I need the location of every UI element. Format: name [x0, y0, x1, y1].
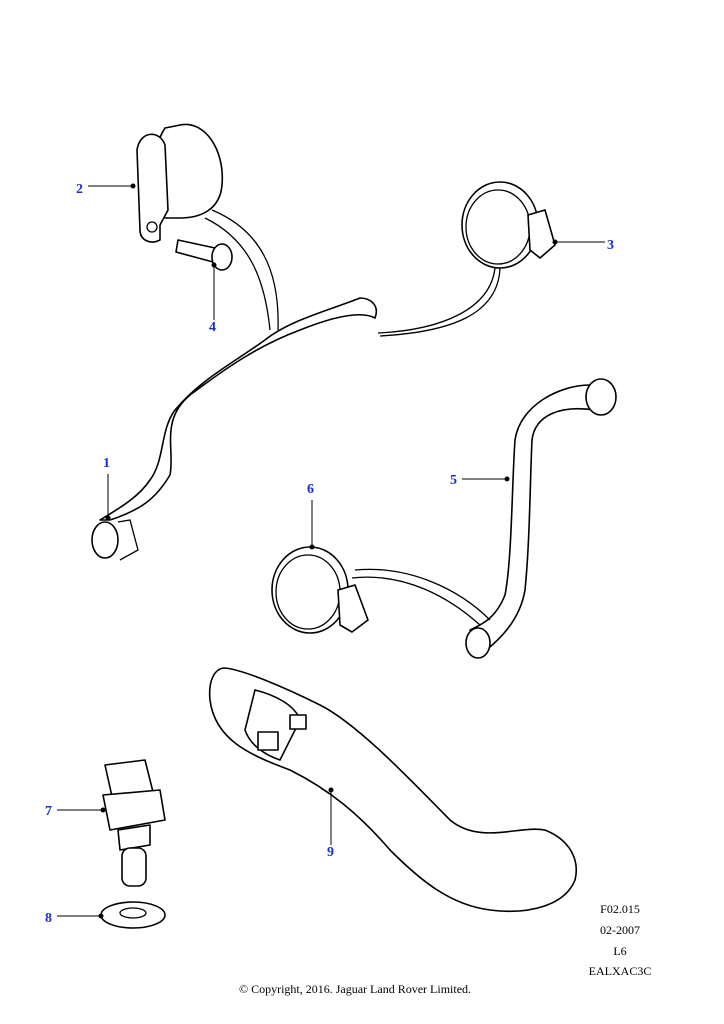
copyright: © Copyright, 2016. Jaguar Land Rover Lim…: [238, 982, 472, 996]
callout-9[interactable]: 9: [327, 845, 334, 860]
callout-6[interactable]: 6: [307, 482, 314, 497]
part-3-clamp: [377, 181, 556, 337]
callout-2[interactable]: 2: [76, 182, 83, 197]
leader-lines: [57, 183, 605, 919]
part-8-washer: [100, 901, 166, 929]
callout-1[interactable]: 1: [103, 456, 110, 471]
figure-date: 02-2007: [600, 923, 640, 937]
callout-5[interactable]: 5: [450, 473, 457, 488]
part-7-sensor: [102, 759, 166, 887]
part-5-hose: [465, 378, 617, 659]
figure-variant: L6: [613, 944, 627, 958]
callout-7[interactable]: 7: [45, 804, 52, 819]
callout-8[interactable]: 8: [45, 911, 52, 926]
part-6-clamp: [271, 546, 491, 634]
part-1-hose: [91, 297, 378, 561]
callout-4[interactable]: 4: [209, 320, 216, 335]
figure-number: F02.015: [600, 902, 640, 916]
callout-3[interactable]: 3: [607, 238, 614, 253]
figure-code: EALXAC3C: [588, 964, 652, 978]
part-2-bracket: [136, 123, 279, 331]
part-4-screw: [175, 239, 233, 271]
part-9-hose: [208, 667, 577, 913]
